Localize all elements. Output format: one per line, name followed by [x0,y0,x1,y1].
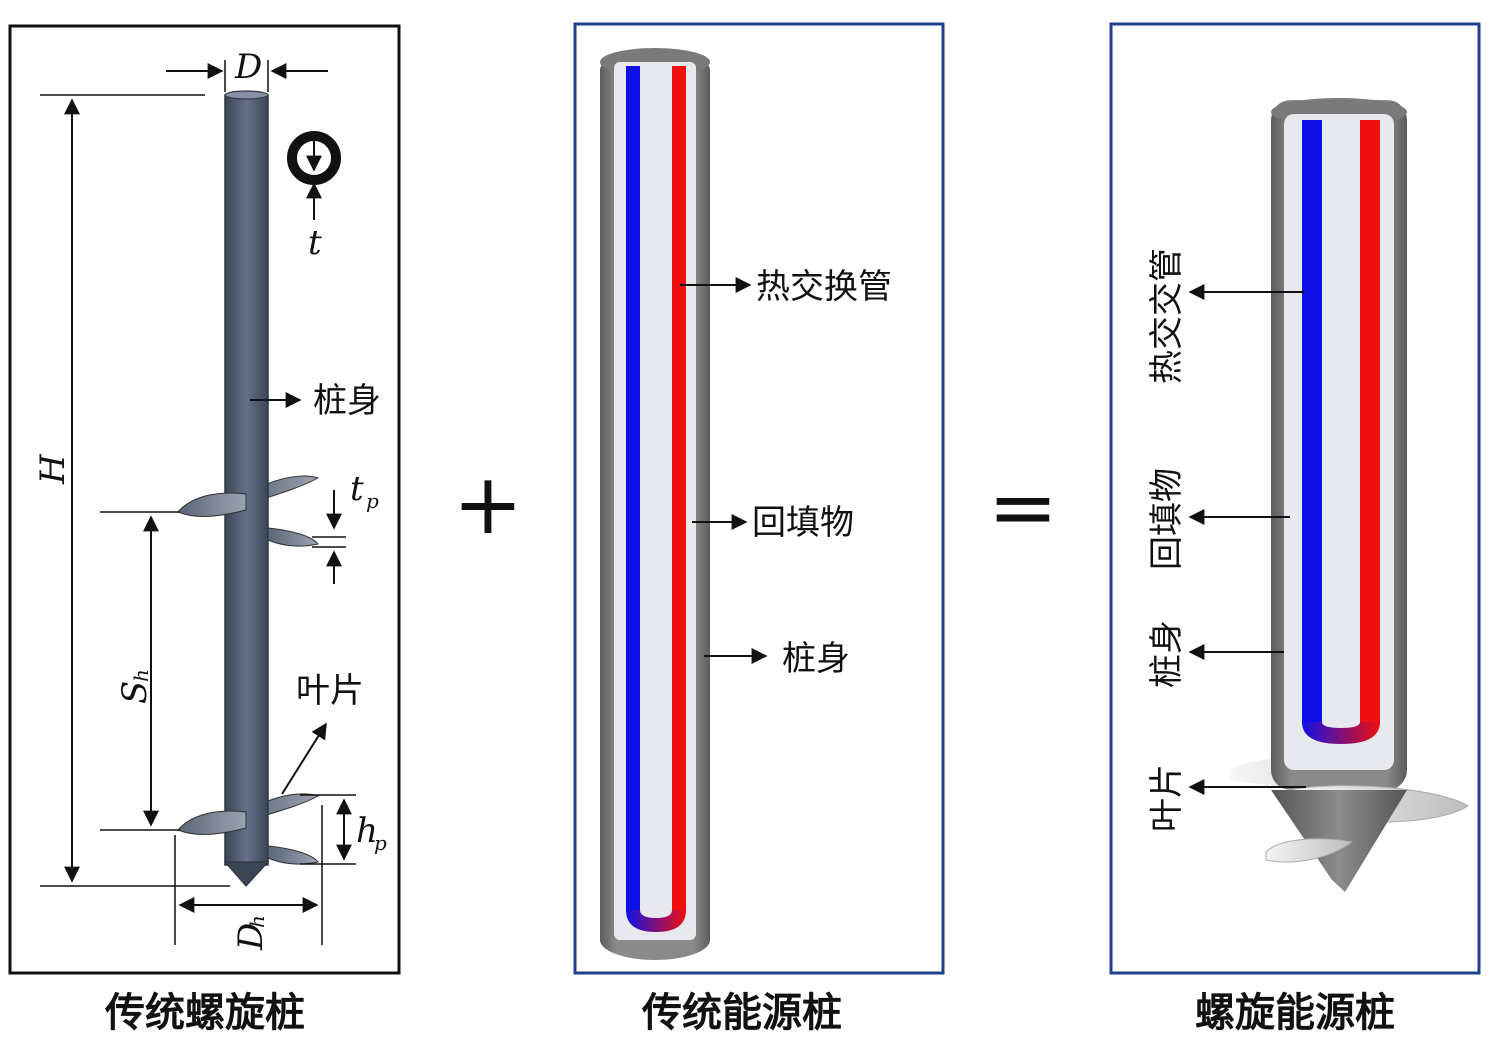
label-heat-pipe: 热交交管 [1147,248,1187,384]
tube-cross-section [287,131,341,220]
cold-pipe [1302,120,1322,724]
helix-blade-lower-tail [267,845,319,865]
hot-pipe [672,66,686,912]
helix-blade-lower-front [177,810,247,835]
symbol-hp: h [356,811,378,851]
caption-traditional-energy-pile: 传统能源桩 [641,990,842,1036]
cold-pipe [626,66,640,912]
equals-operator: = [988,458,1058,556]
panel-traditional-energy-pile: 热交换管 回填物 桩身 传统能源桩 [573,22,945,1036]
arrow-blade [281,722,327,795]
plus-operator: + [453,455,523,553]
label-blade: 叶片 [296,671,364,711]
pile-shaft-top [224,90,269,100]
label-blade: 叶片 [1147,764,1187,832]
pile-tip [223,861,270,887]
symbol-D: D [234,47,262,87]
symbol-Dh: D [231,923,271,951]
label-pile-body: 桩身 [313,381,381,421]
pile-shaft [224,94,269,866]
label-heat-pipe: 热交换管 [756,267,892,307]
panel-traditional-screw-pile: D H t 桩身 t p S h 叶片 [8,24,401,1036]
label-backfill: 回填物 [752,503,854,543]
u-bend [626,910,686,932]
symbol-Sh: S [115,681,155,704]
caption-screw-energy-pile: 螺旋能源桩 [1195,990,1395,1036]
symbol-H: H [33,453,73,485]
helix-blade-upper-tail [267,527,319,547]
symbol-tp: t [350,469,364,509]
helix-blade-lower [1265,838,1354,863]
label-pile-body: 桩身 [1147,620,1187,688]
hot-pipe [1360,120,1380,724]
label-backfill: 回填物 [1147,468,1187,570]
panel-screw-energy-pile: 热交交管 回填物 桩身 叶片 螺旋能源桩 [1109,22,1481,1036]
symbol-hp-sub: p [374,831,387,855]
label-pile-body: 桩身 [782,639,850,679]
helix-blade-upper-front [177,492,247,517]
symbol-tp-sub: p [366,489,379,513]
u-bend [1302,722,1380,744]
symbol-t: t [308,223,322,263]
caption-traditional-screw-pile: 传统螺旋桩 [104,990,305,1036]
symbol-Sh-sub: h [129,669,153,682]
symbol-Dh-sub: h [245,915,269,928]
